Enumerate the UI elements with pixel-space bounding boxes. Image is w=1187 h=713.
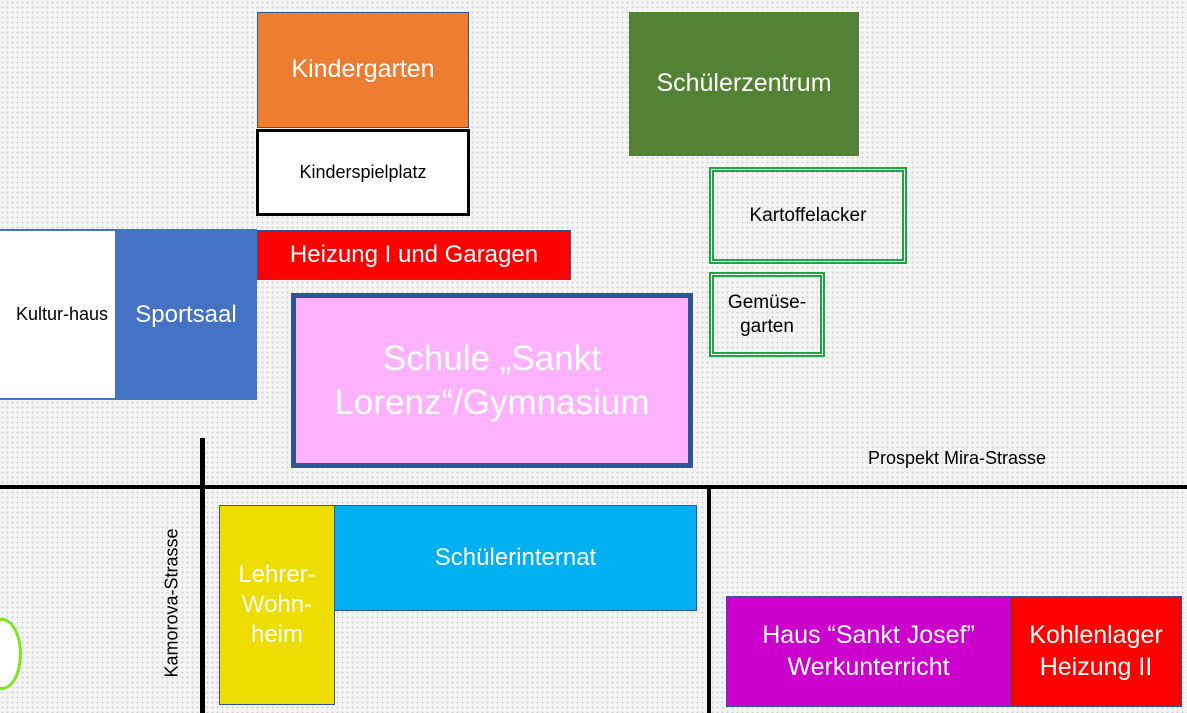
schule-sankt-lorenz: Schule „Sankt Lorenz“/Gymnasium bbox=[291, 293, 693, 468]
road-mira bbox=[0, 485, 1187, 489]
logo-icon bbox=[0, 618, 22, 690]
gemuesegarten: Gemüse-garten bbox=[709, 272, 825, 357]
lehrer-wohnheim: Lehrer-Wohn-heim bbox=[219, 505, 335, 705]
street-label-kamorova: Kamorova-Strasse bbox=[161, 528, 182, 678]
road-divider bbox=[707, 487, 711, 713]
street-label-mira: Prospekt Mira-Strasse bbox=[868, 448, 1047, 468]
kindergarten: Kindergarten bbox=[257, 12, 469, 128]
kohlenlager: Kohlenlager Heizung II bbox=[1010, 596, 1182, 707]
heizung-garagen: Heizung I und Garagen bbox=[257, 230, 571, 280]
sportsaal: Sportsaal bbox=[115, 229, 257, 400]
schuelerinternat: Schülerinternat bbox=[334, 505, 697, 611]
kartoffelacker: Kartoffelacker bbox=[709, 167, 907, 264]
kulturhaus: Kultur-haus bbox=[0, 229, 116, 400]
schuelerzentrum: Schülerzentrum bbox=[629, 12, 859, 156]
road-kamorova bbox=[200, 438, 205, 713]
kinderspielplatz: Kinderspielplatz bbox=[256, 129, 470, 216]
haus-sankt-josef: Haus “Sankt Josef” Werkunterricht bbox=[726, 596, 1011, 707]
